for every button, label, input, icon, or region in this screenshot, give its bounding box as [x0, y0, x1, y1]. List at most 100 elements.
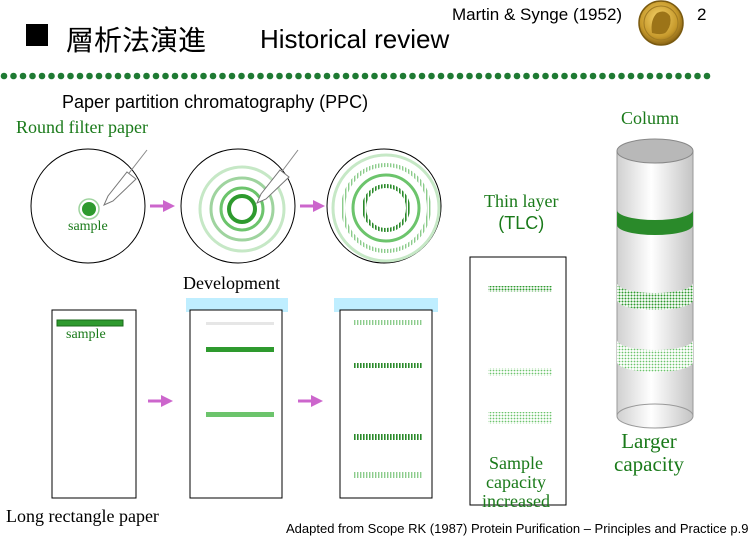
divider-dot [228, 72, 236, 80]
medal-icon [638, 0, 684, 46]
divider-dot [532, 72, 540, 80]
pipette-icon [103, 149, 148, 206]
divider-dot [608, 72, 616, 80]
sample-label-round: sample [68, 219, 108, 234]
divider-dot [618, 72, 625, 80]
pipette-icon [256, 149, 299, 204]
arrow-icon [300, 200, 325, 212]
divider-dot [428, 72, 435, 80]
divider-dot [133, 72, 141, 80]
divider-dot [542, 72, 549, 80]
long-paper-label: Long rectangle paper [6, 506, 159, 526]
sample-capacity-line3: increased [482, 491, 550, 511]
divider-dot [637, 72, 644, 80]
divider-dot [171, 72, 179, 80]
divider-dot [209, 72, 217, 80]
sample-capacity-line1: Sample [488, 453, 543, 473]
divider-dot [589, 72, 597, 80]
divider-dot [314, 72, 321, 80]
divider-dot [684, 72, 692, 80]
divider-dot [10, 72, 17, 80]
divider-dot [219, 72, 226, 80]
divider-dot [247, 72, 255, 80]
divider-dot [238, 72, 245, 80]
solvent-front [186, 298, 288, 312]
arrow-icon [298, 395, 323, 407]
divider-dot [646, 72, 654, 80]
divider-dot [437, 72, 445, 80]
divider-dot [390, 72, 397, 80]
divider-dot [485, 72, 492, 80]
divider-dot [409, 72, 416, 80]
arrow-icon [148, 395, 173, 407]
divider-dot [143, 72, 150, 80]
divider-dot [399, 72, 407, 80]
page-number: 2 [697, 5, 707, 24]
divider-dot [257, 72, 264, 80]
divider-dot [494, 72, 502, 80]
divider-dot [266, 72, 274, 80]
rect-paper-2 [186, 298, 288, 499]
divider-dot [456, 72, 464, 80]
divider-dot [703, 72, 711, 80]
divider-dot [181, 72, 188, 80]
divider-dot [371, 72, 378, 80]
divider-dot [627, 72, 635, 80]
column [616, 138, 694, 429]
divider-dot [105, 72, 112, 80]
title-bullet [26, 24, 48, 46]
diagram-canvas [0, 0, 711, 506]
round-filter-label: Round filter paper [16, 117, 148, 137]
divider-dot [48, 72, 55, 80]
round-paper-1 [30, 148, 146, 264]
divider-dot [19, 72, 27, 80]
divider-dot [599, 72, 606, 80]
round-paper-2 [180, 148, 296, 264]
round-paper-3 [326, 148, 442, 264]
divider-dot [162, 72, 169, 80]
divider-dot [561, 72, 568, 80]
tlc-label: Thin layer (TLC) [484, 190, 558, 234]
divider-dot [504, 72, 511, 80]
divider-dot [665, 72, 673, 80]
sample-capacity-line2: capacity [486, 472, 546, 492]
divider-dot [124, 72, 131, 80]
divider-dot [342, 72, 350, 80]
divider-dot [466, 72, 473, 80]
divider-dot [114, 72, 122, 80]
larger-capacity-label: Larger capacity [614, 430, 684, 476]
divider-dot [551, 72, 559, 80]
divider-dot [276, 72, 283, 80]
title-chinese: 層析法演進 [66, 24, 207, 57]
column-label: Column [621, 108, 680, 128]
development-label: Development [183, 273, 280, 293]
divider-dot [0, 72, 8, 80]
divider-dot [295, 72, 302, 80]
divider-dot [285, 72, 293, 80]
tlc-label-line1: Thin layer [484, 191, 559, 211]
divider-dot [190, 72, 198, 80]
tlc-plate [469, 256, 567, 506]
sample-label-rect: sample [66, 327, 106, 342]
divider-dot [76, 72, 84, 80]
divider-dot [523, 72, 530, 80]
divider-dot [418, 72, 426, 80]
rect-paper-3 [334, 298, 438, 499]
divider-dot [95, 72, 103, 80]
divider-dot [580, 72, 587, 80]
ppc-label: Paper partition chromatography (PPC) [62, 92, 369, 112]
divider-dot [694, 72, 701, 80]
divider-dot [86, 72, 93, 80]
solvent-front [334, 298, 438, 312]
divider-dot [333, 72, 340, 80]
dotted-divider [0, 72, 711, 80]
divider-dot [200, 72, 207, 80]
divider-dot [380, 72, 388, 80]
divider-dot [570, 72, 578, 80]
divider-dot [29, 72, 36, 80]
divider-dot [57, 72, 65, 80]
divider-dot [67, 72, 74, 80]
divider-dot [38, 72, 46, 80]
authors-label: Martin & Synge (1952) [452, 5, 623, 24]
divider-dot [513, 72, 521, 80]
